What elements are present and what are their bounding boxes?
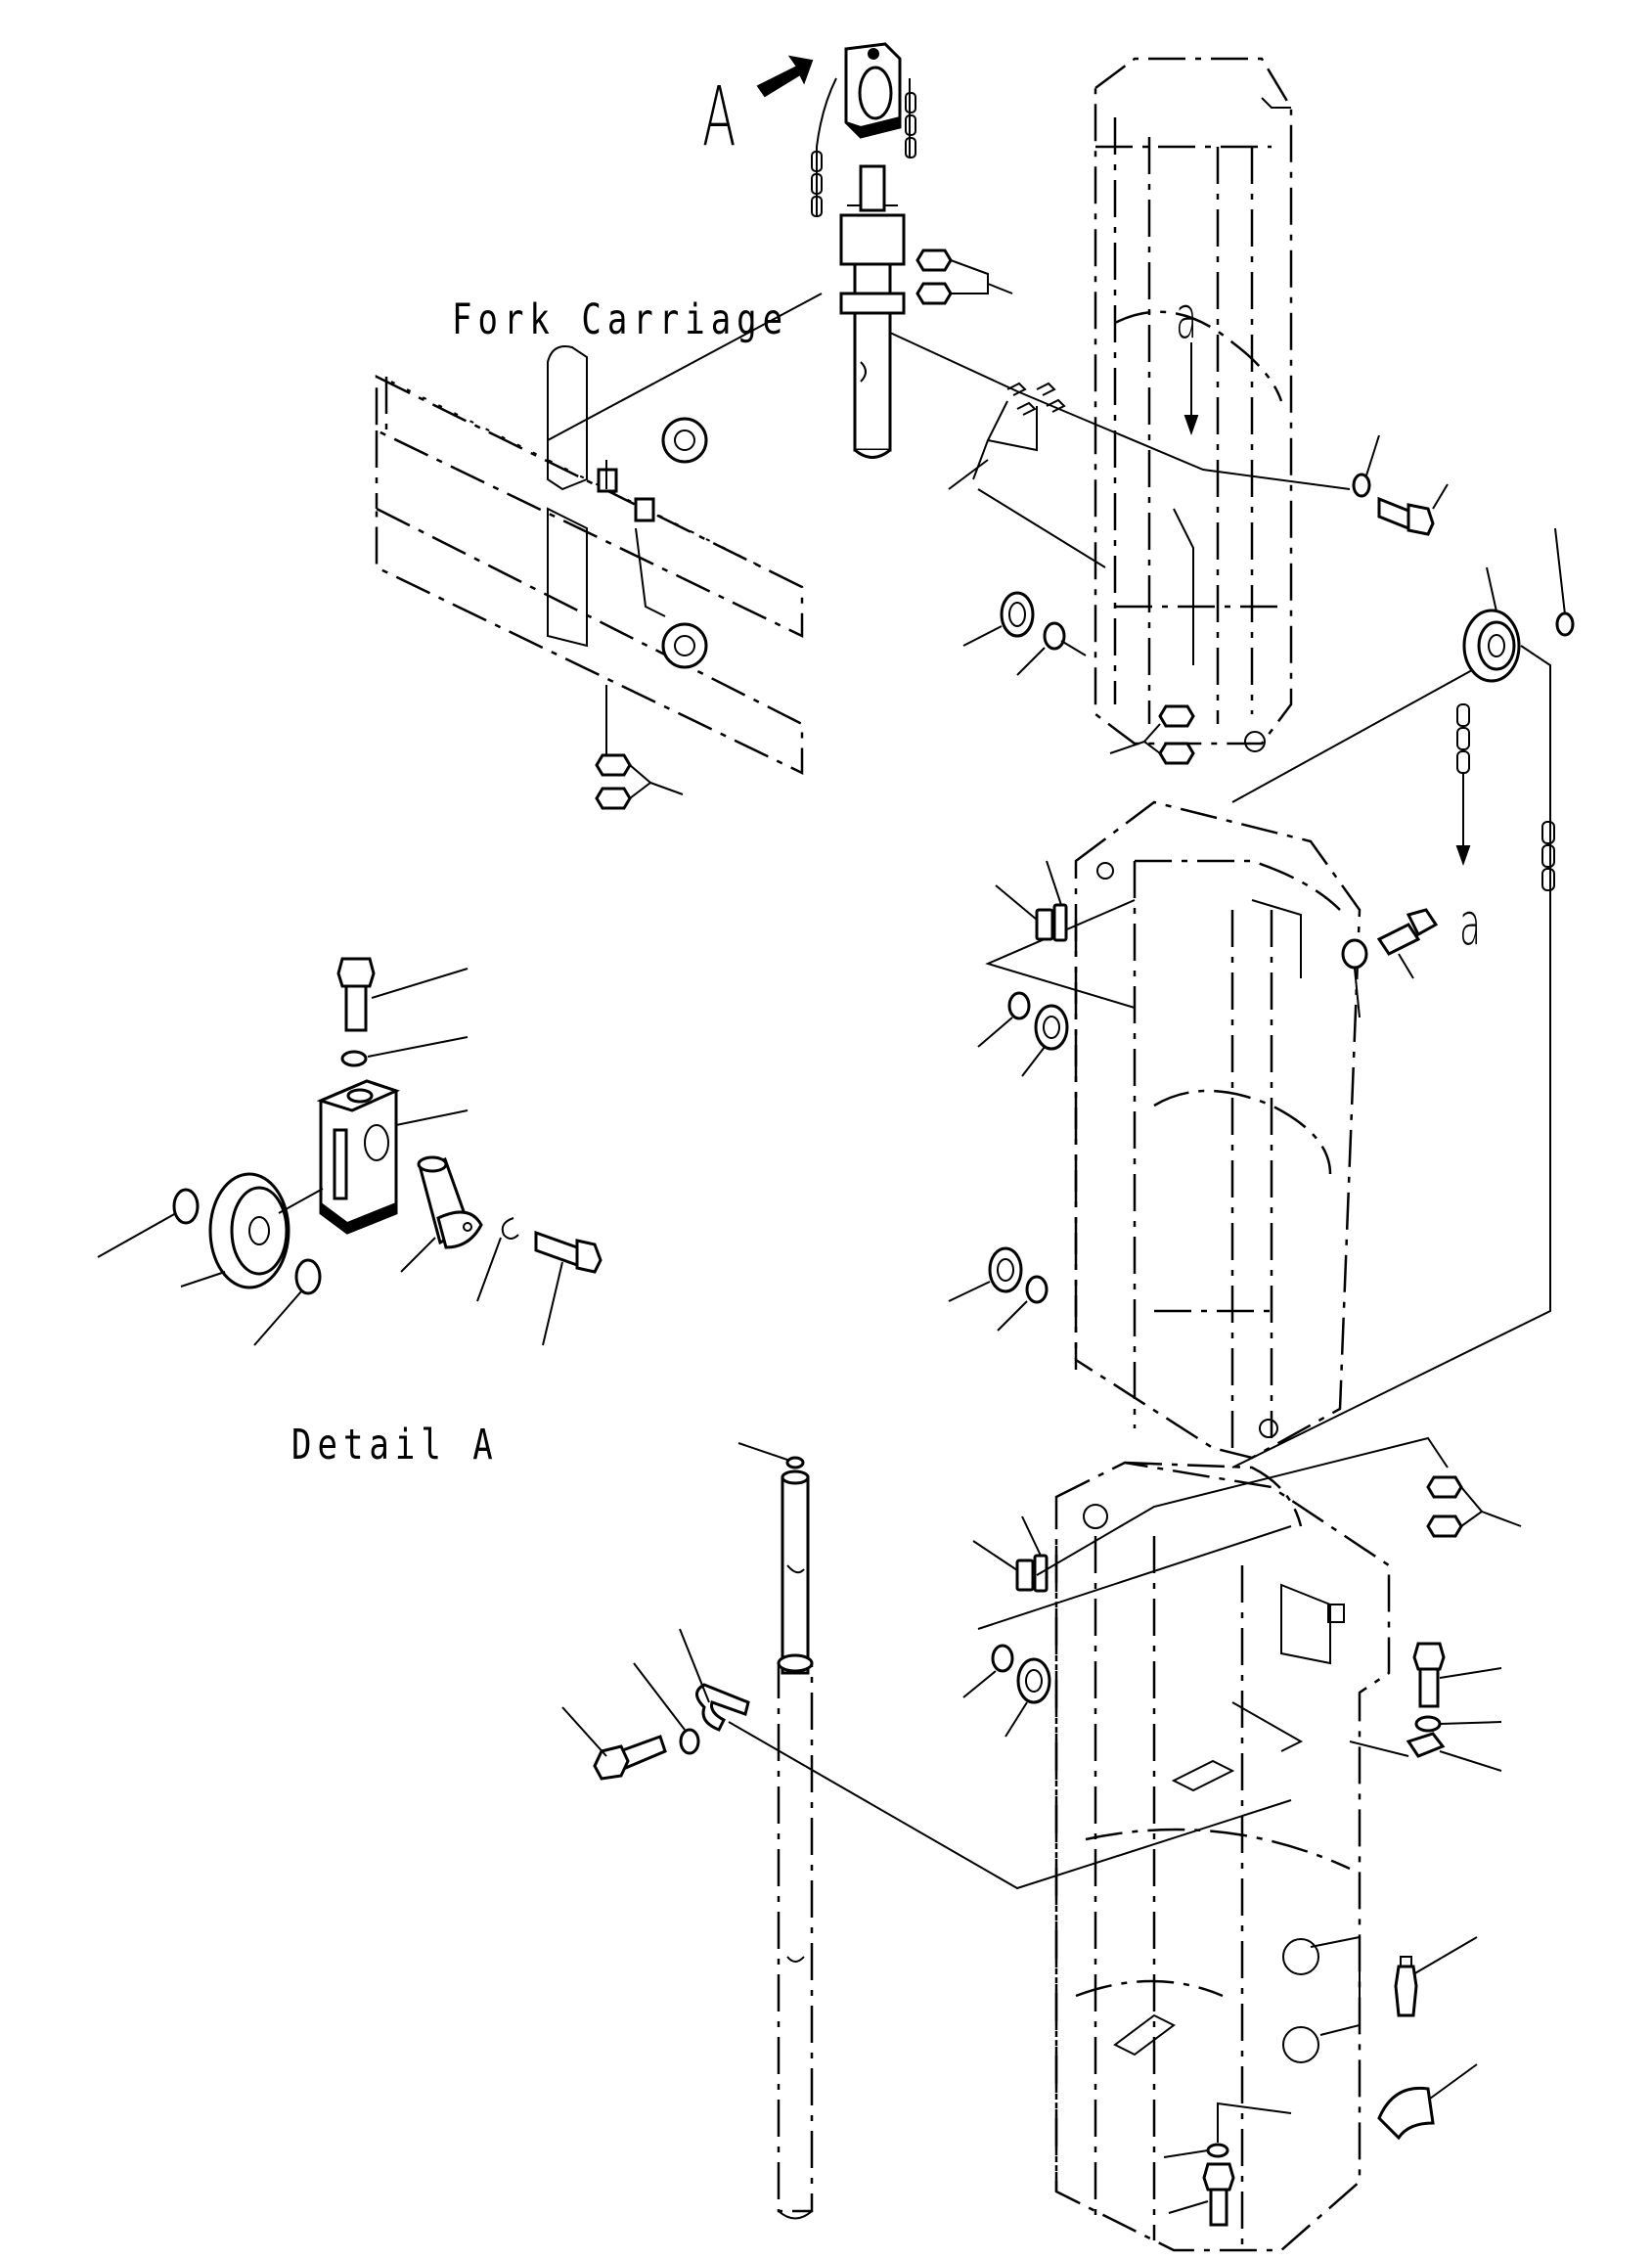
detail-a-caption: Detail A: [291, 1421, 499, 1469]
inner-mast-middle: [985, 800, 1362, 1460]
fork-carriage: [375, 345, 804, 775]
lower-mast-parts: [962, 1436, 1522, 2227]
lower-clamp-parts: [561, 1628, 1292, 1890]
reference-a-mid-label: a: [1459, 890, 1482, 959]
chain-wheel-right: [1231, 527, 1575, 1469]
middle-parts: [948, 860, 1439, 1332]
chain-wheel-assembly: [811, 42, 916, 217]
nut-pair-carriage: [595, 685, 684, 810]
retainer-clips: [972, 382, 1066, 480]
view-a-label: A: [702, 68, 737, 164]
detail-a-assembly: [97, 957, 603, 1346]
reference-arrow-icon: [1183, 342, 1199, 436]
view-direction-arrow-icon: [756, 55, 814, 98]
roller-pair-upper: [962, 591, 1087, 676]
outer-mast-upper: [1094, 57, 1293, 752]
outer-mast-lower: [1054, 1461, 1391, 2252]
bolt-upper-right: [1352, 434, 1449, 536]
lift-cylinder-lower: [737, 1442, 814, 2220]
nut-pair-mast: [1109, 704, 1195, 765]
lift-cylinder-upper: [839, 164, 906, 459]
nut-pair-upper: [915, 249, 1013, 305]
reference-a-top-label: a: [1176, 284, 1198, 352]
fork-carriage-caption: Fork Carriage: [452, 295, 789, 344]
